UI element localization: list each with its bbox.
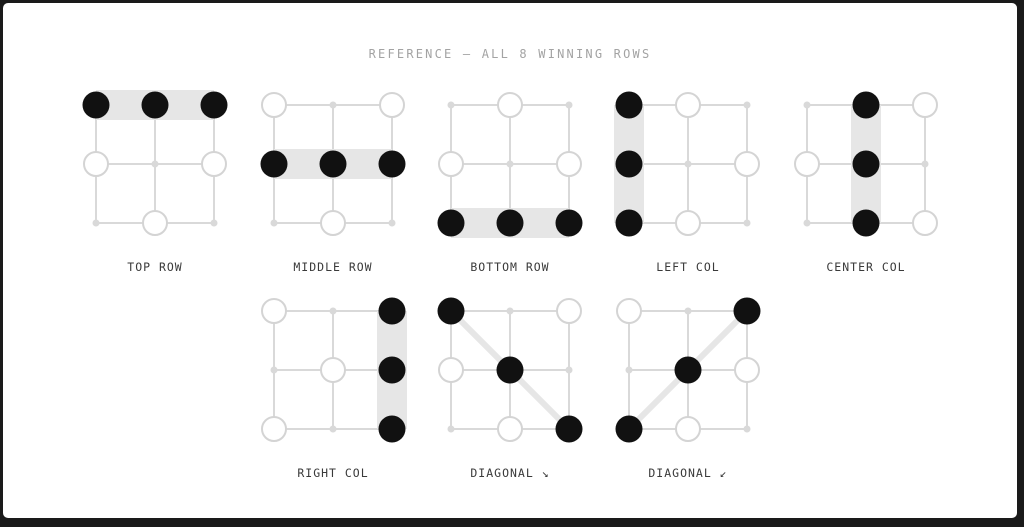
intersection-dot xyxy=(447,101,455,109)
intersection-dot xyxy=(388,219,396,227)
intersection-dot xyxy=(506,160,514,168)
empty-ring xyxy=(912,210,938,236)
filled-stone xyxy=(555,415,583,443)
intersection-dot xyxy=(743,219,751,227)
empty-ring xyxy=(912,92,938,118)
intersection-dot xyxy=(447,425,455,433)
filled-stone xyxy=(260,150,288,178)
intersection-dot xyxy=(210,219,218,227)
intersection-dot xyxy=(743,425,751,433)
filled-stone xyxy=(555,209,583,237)
board-bottom-row: BOTTOM ROW xyxy=(437,92,583,274)
filled-stone xyxy=(733,297,761,325)
board-diagonal: DIAGONAL ↘ xyxy=(437,297,583,480)
empty-ring xyxy=(497,416,523,442)
board-caption: TOP ROW xyxy=(127,260,182,274)
filled-stone xyxy=(615,415,643,443)
filled-stone xyxy=(378,150,406,178)
intersection-dot xyxy=(565,101,573,109)
intersection-dot xyxy=(684,307,692,315)
board-center-col: CENTER COL xyxy=(794,91,938,274)
intersection-dot xyxy=(270,366,278,374)
board-top-row: TOP ROW xyxy=(82,90,228,274)
empty-ring xyxy=(675,416,701,442)
intersection-dot xyxy=(565,366,573,374)
filled-stone xyxy=(615,150,643,178)
filled-stone xyxy=(378,297,406,325)
board-right-col: RIGHT COL xyxy=(261,297,407,480)
board-caption: DIAGONAL ↘ xyxy=(470,466,549,480)
empty-ring xyxy=(261,416,287,442)
empty-ring xyxy=(675,210,701,236)
intersection-dot xyxy=(329,101,337,109)
board-caption: DIAGONAL ↙ xyxy=(648,466,727,480)
intersection-dot xyxy=(270,219,278,227)
filled-stone xyxy=(378,356,406,384)
filled-stone xyxy=(852,91,880,119)
empty-ring xyxy=(320,357,346,383)
board-caption: BOTTOM ROW xyxy=(470,260,549,274)
intersection-dot xyxy=(506,307,514,315)
empty-ring xyxy=(320,210,346,236)
empty-ring xyxy=(734,151,760,177)
empty-ring xyxy=(201,151,227,177)
reference-panel: REFERENCE — ALL 8 WINNING ROWS TOP ROW MI… xyxy=(3,3,1017,518)
filled-stone xyxy=(82,91,110,119)
filled-stone xyxy=(437,209,465,237)
empty-ring xyxy=(438,151,464,177)
intersection-dot xyxy=(625,366,633,374)
filled-stone xyxy=(496,209,524,237)
board-middle-row: MIDDLE ROW xyxy=(260,92,406,274)
board-caption: LEFT COL xyxy=(656,260,719,274)
board-caption: CENTER COL xyxy=(826,260,905,274)
filled-stone xyxy=(378,415,406,443)
board-diagonal: DIAGONAL ↙ xyxy=(615,297,761,480)
empty-ring xyxy=(556,151,582,177)
filled-stone xyxy=(852,150,880,178)
filled-stone xyxy=(615,91,643,119)
empty-ring xyxy=(83,151,109,177)
filled-stone xyxy=(674,356,702,384)
intersection-dot xyxy=(743,101,751,109)
intersection-dot xyxy=(684,160,692,168)
empty-ring xyxy=(794,151,820,177)
empty-ring xyxy=(438,357,464,383)
page-title: REFERENCE — ALL 8 WINNING ROWS xyxy=(368,47,652,61)
filled-stone xyxy=(852,209,880,237)
empty-ring xyxy=(616,298,642,324)
winning-rows-diagram: TOP ROW MIDDLE ROW BOTTOM ROW LEFT COL CENTE… xyxy=(82,90,938,480)
empty-ring xyxy=(556,298,582,324)
empty-ring xyxy=(675,92,701,118)
intersection-dot xyxy=(803,101,811,109)
intersection-dot xyxy=(803,219,811,227)
intersection-dot xyxy=(329,307,337,315)
filled-stone xyxy=(496,356,524,384)
empty-ring xyxy=(379,92,405,118)
board-left-col: LEFT COL xyxy=(614,91,760,274)
filled-stone xyxy=(319,150,347,178)
intersection-dot xyxy=(92,219,100,227)
empty-ring xyxy=(261,298,287,324)
empty-ring xyxy=(497,92,523,118)
board-caption: RIGHT COL xyxy=(297,466,368,480)
intersection-dot xyxy=(921,160,929,168)
board-caption: MIDDLE ROW xyxy=(293,260,372,274)
filled-stone xyxy=(437,297,465,325)
filled-stone xyxy=(615,209,643,237)
empty-ring xyxy=(142,210,168,236)
intersection-dot xyxy=(151,160,159,168)
empty-ring xyxy=(734,357,760,383)
intersection-dot xyxy=(329,425,337,433)
filled-stone xyxy=(200,91,228,119)
filled-stone xyxy=(141,91,169,119)
empty-ring xyxy=(261,92,287,118)
